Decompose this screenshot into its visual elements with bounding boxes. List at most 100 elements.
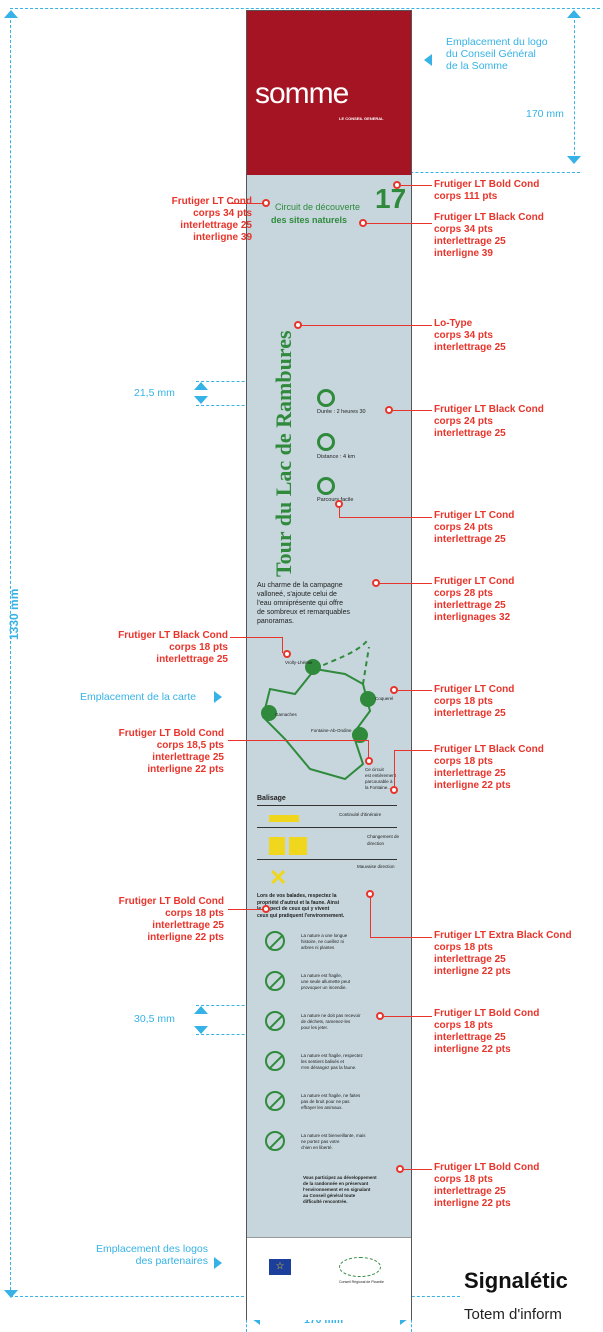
balisage-yellow-turn	[269, 837, 285, 855]
balisage-yellow-bar	[269, 815, 299, 822]
somme-logo-sub: LE CONSEIL GENERAL	[339, 116, 384, 121]
balisage-yellow-turn-2	[289, 837, 307, 855]
circuit-line1: Circuit de découverte	[275, 202, 361, 212]
dim-30-down-icon	[194, 1026, 208, 1034]
leader-left3-v	[368, 740, 369, 758]
leader-left2-v	[282, 637, 283, 653]
dim-21-down-icon	[194, 396, 208, 404]
page-subheading: Totem d'inform	[464, 1306, 562, 1323]
leader-left1	[228, 203, 264, 204]
distance-text: Distance : 4 km	[317, 454, 355, 460]
leader-right5	[339, 517, 432, 518]
dim-21-label: 21,5 mm	[134, 387, 175, 399]
map-label-coquerel: Coquerel	[375, 696, 394, 701]
logo-arrow-icon	[424, 54, 432, 66]
balisage-title: Balisage	[257, 795, 286, 802]
totem-panel: somme LE CONSEIL GENERAL Circuit de déco…	[246, 10, 412, 1320]
header-bottom-arrow-icon	[567, 156, 581, 164]
no-litter-icon	[265, 1011, 285, 1031]
leader-right3	[301, 325, 432, 326]
map-point-fontaine	[352, 727, 368, 743]
leader-right11	[403, 1169, 432, 1170]
totem-header: somme LE CONSEIL GENERAL	[247, 11, 411, 175]
stay-on-trail-icon	[265, 1051, 285, 1071]
marker-vrolly	[283, 650, 291, 658]
marker-map-annot	[390, 786, 398, 794]
map-point-gamaches	[261, 705, 277, 721]
route-number: 17	[375, 183, 407, 214]
level-icon	[317, 477, 335, 495]
left-height-guide	[10, 20, 11, 1290]
picardie-logo	[339, 1257, 381, 1277]
header-bottom-guide	[380, 172, 580, 173]
marker-circuit1	[262, 199, 270, 207]
dim-21-up-icon	[194, 382, 208, 390]
route-map-dashed	[314, 640, 370, 685]
balisage-item-3: Mauvaise direction	[357, 864, 395, 869]
partners-strip	[247, 1237, 411, 1320]
leader-right9	[370, 937, 432, 938]
partners-arrow-icon	[214, 1257, 222, 1269]
map-label-gamaches: Gamaches	[275, 712, 297, 717]
map-label-fontaine: Fontaine-Ab-Ondine	[311, 728, 352, 733]
dim-30-label: 30,5 mm	[134, 1013, 175, 1025]
balisage-divider-1	[257, 805, 397, 806]
difficulty-text: Parcours facile	[317, 497, 354, 503]
leader-right1	[400, 185, 432, 186]
circuit-line2: des sites naturels	[271, 215, 348, 225]
marker-rules-left	[262, 905, 270, 913]
leader-left3	[228, 740, 368, 741]
balisage-wrong-icon: ✕	[269, 865, 288, 890]
marker-fontaine	[365, 757, 373, 765]
right-height-guide	[574, 20, 575, 160]
page-heading: Signalétic	[464, 1268, 568, 1293]
leader-left4	[228, 909, 264, 910]
no-picking-icon	[265, 931, 285, 951]
dim-30-up-icon	[194, 1006, 208, 1014]
loop-icon	[317, 433, 335, 451]
somme-logo: somme	[255, 77, 349, 110]
leader-right8	[394, 750, 432, 751]
balisage-item-1: Continuité d'itinéraire	[339, 812, 382, 817]
balisage-divider-3	[257, 859, 397, 860]
balisage-divider-2	[257, 827, 397, 828]
no-noise-icon	[265, 1091, 285, 1111]
top-left-arrow-icon	[4, 10, 18, 18]
leader-right2	[366, 223, 432, 224]
route-title-vertical: Tour du Lac de Rambures	[271, 330, 296, 577]
map-label-vrolly: Vrolly-Lhémie	[285, 660, 313, 665]
leader-right7	[397, 690, 432, 691]
top-guide-line	[10, 8, 600, 9]
header-width-label: 170 mm	[526, 108, 564, 120]
height-label: 1330 mm	[7, 588, 21, 640]
route-map	[261, 640, 376, 781]
leader-right9-v	[370, 897, 371, 937]
leader-right6	[379, 583, 432, 584]
balisage-item-2: Changement de direction	[367, 834, 400, 846]
no-fire-icon	[265, 971, 285, 991]
leader-right10	[383, 1016, 432, 1017]
bottom-left-arrow-icon	[4, 1290, 18, 1298]
leader-right5-v	[339, 507, 340, 517]
top-right-arrow-icon	[567, 10, 581, 18]
